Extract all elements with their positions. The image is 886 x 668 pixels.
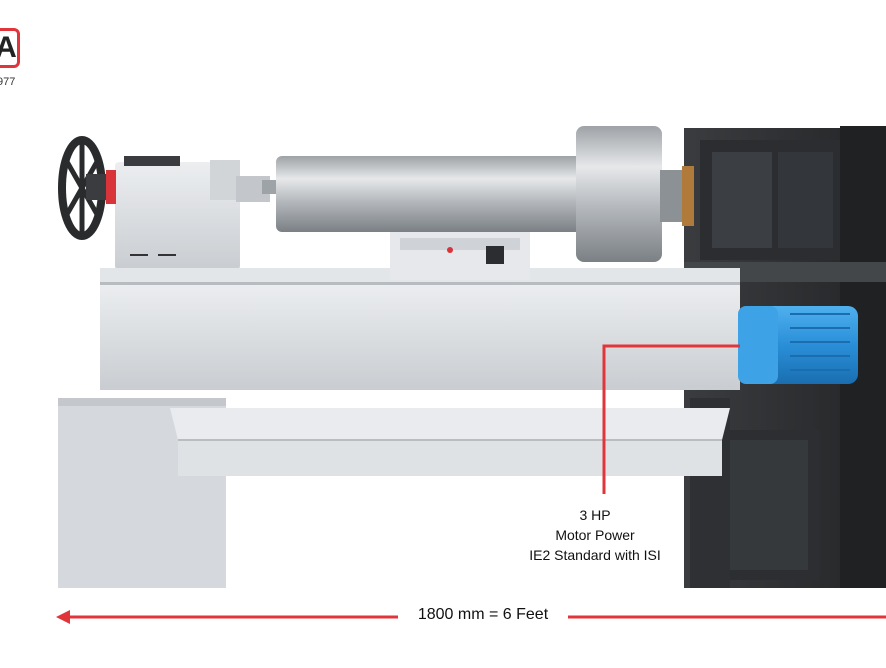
motor-callout: 3 HP Motor Power IE2 Standard with ISI [520, 505, 670, 565]
tailstock [115, 156, 276, 270]
brand-logo: A [0, 28, 20, 68]
lathe-bed [100, 268, 740, 390]
carriage [390, 232, 530, 280]
handwheel [58, 136, 116, 240]
logo-year: 977 [0, 76, 16, 88]
motor-power-value: 3 HP [579, 507, 611, 523]
motor-power-label: Motor Power [555, 527, 635, 543]
logo-letter: A [0, 31, 17, 64]
chip-tray [170, 408, 730, 476]
length-dimension-label: 1800 mm = 6 Feet [398, 606, 568, 624]
electric-motor [738, 306, 858, 384]
motor-standard: IE2 Standard with ISI [529, 547, 661, 563]
workpiece-roller [276, 126, 694, 262]
motor-callout-leader [602, 344, 740, 494]
